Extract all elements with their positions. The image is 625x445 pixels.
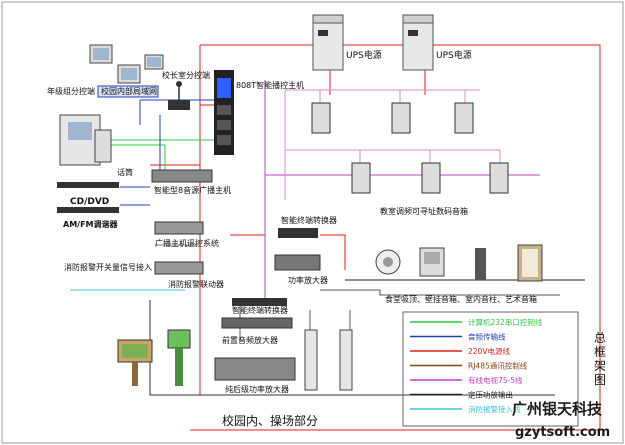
legend-label-2: 220V电源线 [468, 346, 510, 356]
legend-label-1: 音频传输线 [468, 332, 506, 342]
campus-lan-label: 校园内部局域网 [101, 86, 157, 96]
terminal-converter-2-label: 智能终端转换器 [232, 305, 288, 315]
speaker-types-icons [375, 244, 543, 282]
watermark-site: gzytsoft.com [515, 425, 610, 440]
art-sign-icon [117, 339, 153, 386]
ups-label-1: UPS电源 [346, 49, 382, 61]
legend-label-0: 计算机232串口控制线 [468, 317, 543, 327]
pre-amp-label: 前置音频放大器 [222, 335, 278, 345]
cd-dvd-label: CD/DVD [70, 197, 109, 207]
mic-icon [168, 81, 190, 110]
grade-station-monitors [89, 44, 164, 84]
pure-amp-device [214, 357, 296, 381]
legend-label-3: RJ485通讯控制线 [468, 361, 528, 371]
mic-label: 话筒 [117, 167, 133, 177]
main-host-rack [214, 70, 234, 155]
ups-label-2: UPS电源 [436, 49, 472, 61]
classroom-speakers-label: 教室调频可寻址数码音箱 [380, 206, 468, 216]
remote-system-label: 广播主机遥控系统 [155, 238, 219, 248]
broadcast-host-device [151, 169, 213, 183]
terminal-converter-2 [232, 298, 287, 306]
lawn-speaker-icon [167, 329, 191, 386]
main-host-label-text: 808T智能播控主机 [236, 80, 304, 90]
remote-system-device [154, 221, 204, 235]
main-host-label: 808T智能播控主机 [236, 80, 304, 90]
cd-dvd-device [57, 182, 119, 188]
speaker-types-label: 食堂吸顶、壁挂音箱、室内音柱、艺术音箱 [385, 294, 537, 304]
legend-label-5: 定压功放输出 [468, 390, 513, 400]
ups-unit-1 [312, 14, 344, 71]
grade-station-label: 年级组分控端 [47, 86, 95, 96]
pc-icon [59, 114, 112, 166]
wires [70, 44, 601, 431]
tuner-device [57, 207, 119, 213]
ups-unit-2 [402, 14, 434, 71]
power-amp-1-label: 功率放大器 [288, 275, 328, 285]
side-title: 总框架图 [594, 331, 606, 387]
watermark-company: 广州银天科技 [512, 400, 603, 418]
legend-box [402, 311, 579, 427]
campus-lan-box [97, 85, 159, 98]
column-speakers [304, 329, 353, 391]
legend-label-6: 消防报警接入线 [468, 404, 521, 414]
pure-amp-label: 纯后级功率放大器 [225, 384, 289, 394]
power-amp-1 [274, 254, 321, 271]
tuner-label: AM/FM调谐器 [63, 219, 118, 229]
fire-link-device [154, 261, 204, 275]
campus-outdoor-label: 校园内、操场部分 [222, 413, 318, 428]
fire-input-label: 消防报警开关量信号接入 [64, 262, 152, 272]
principal-station-label: 校长室分控端 [162, 70, 210, 80]
terminal-converter-1-label: 智能终端转换器 [281, 215, 337, 225]
broadcast-host-label: 智能型8音源广播主机 [154, 185, 231, 195]
terminal-converter-1 [278, 228, 318, 238]
classroom-speakers [311, 102, 509, 194]
pre-amp-device [221, 317, 293, 329]
fire-link-label: 消防报警联动器 [168, 279, 224, 289]
legend-label-4: 有线电视75-5线 [468, 375, 523, 385]
